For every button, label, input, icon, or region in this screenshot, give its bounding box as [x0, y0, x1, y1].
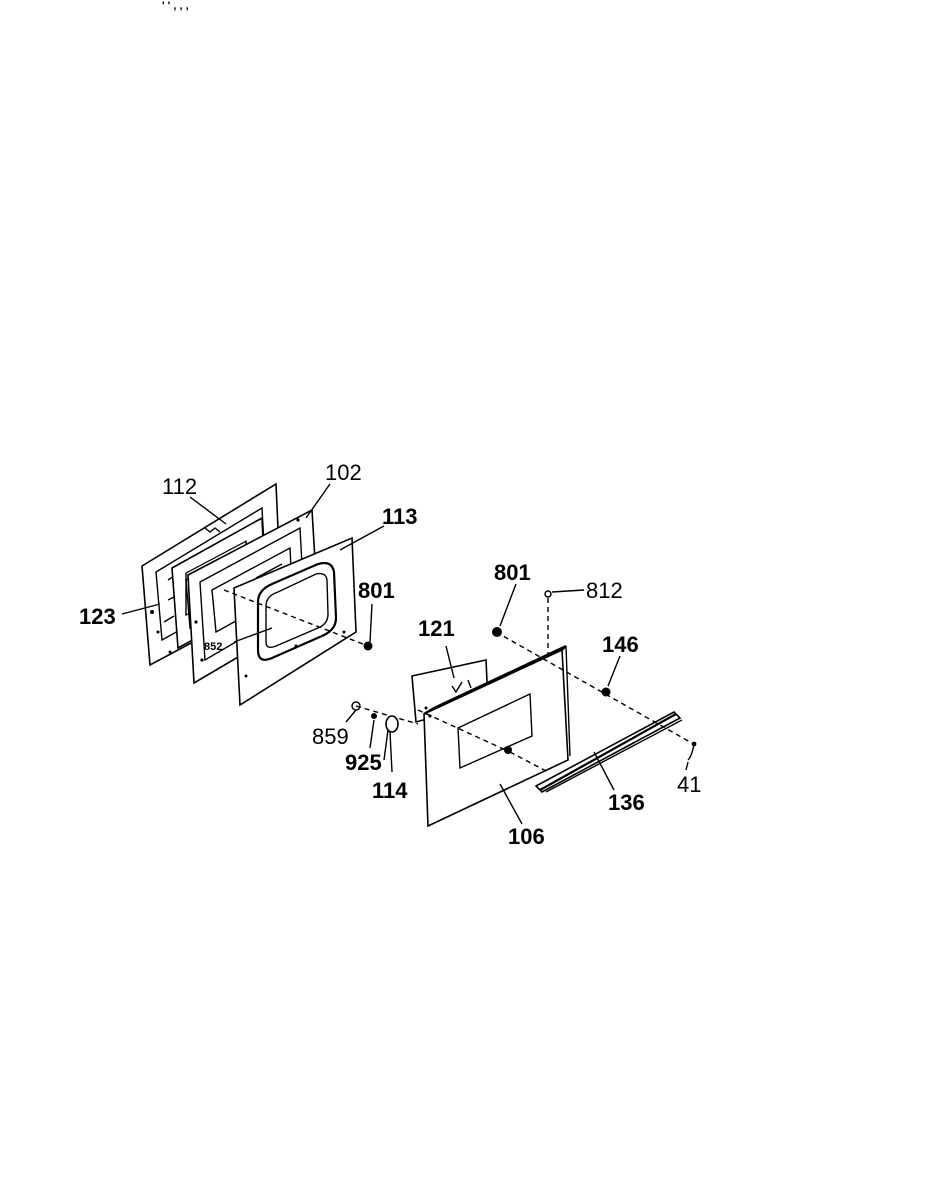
- callout-102: 102: [325, 460, 362, 485]
- screw-146: [601, 687, 611, 697]
- outer-door-106: [423, 645, 571, 828]
- callout-112: 112: [162, 474, 197, 499]
- callout-925: 925: [345, 750, 382, 775]
- screw-812: [544, 590, 552, 598]
- callout-859: 859: [312, 724, 349, 749]
- callout-801-left: 801: [358, 578, 395, 603]
- callout-113: 113: [382, 504, 418, 529]
- screw-801-left: [363, 641, 373, 651]
- bracket-114: [383, 715, 399, 761]
- screw-801-right: [492, 627, 502, 637]
- callout-146: 146: [602, 632, 639, 657]
- callout-114: 114: [372, 778, 408, 803]
- callout-801-right: 801: [494, 560, 531, 585]
- callout-41: 41: [677, 772, 701, 797]
- callout-121: 121: [418, 616, 455, 641]
- callout-106: 106: [508, 824, 545, 849]
- screw-41: [687, 743, 695, 761]
- inner-liner-113: [233, 536, 357, 707]
- spacer-on-door: [504, 746, 512, 754]
- callout-136: 136: [608, 790, 645, 815]
- callout-812: 812: [586, 578, 623, 603]
- nut-925: [371, 713, 377, 719]
- top-edge-mark: ' ' , , ,: [162, 0, 189, 12]
- callout-123: 123: [79, 604, 116, 629]
- handle-136: [534, 711, 683, 793]
- callout-852: 852: [204, 641, 222, 653]
